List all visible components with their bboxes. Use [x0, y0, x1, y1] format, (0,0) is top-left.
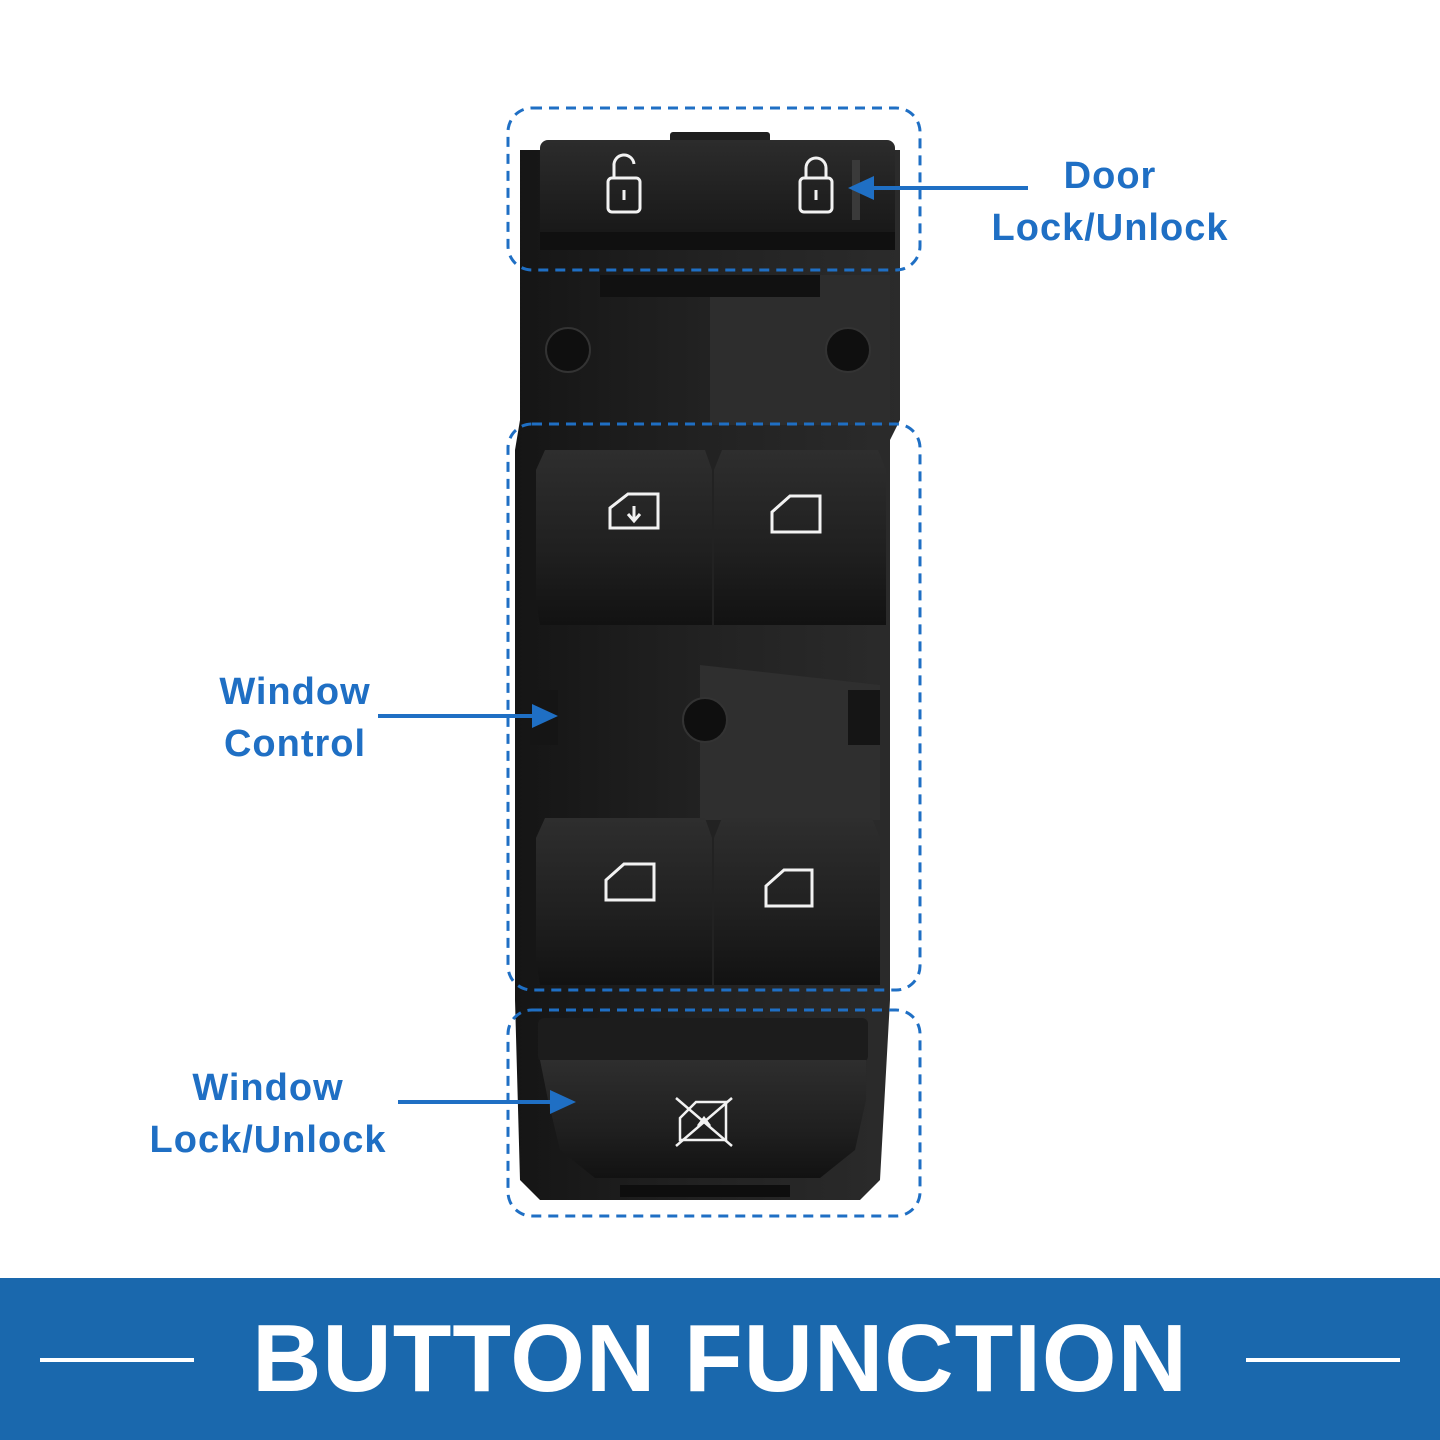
banner-rule-right [1246, 1358, 1400, 1362]
window-button-front-left[interactable] [536, 450, 712, 625]
side-tab [848, 690, 880, 745]
lock-icon [798, 156, 834, 214]
unlock-icon [606, 153, 642, 214]
window-button-front-right[interactable] [714, 450, 886, 625]
window-lock-highlight [506, 1008, 922, 1218]
door-lock-highlight [506, 106, 922, 272]
banner-rule-left [40, 1358, 194, 1362]
window-lock-label: Window Lock/Unlock [128, 1062, 408, 1166]
door-lock-rocker[interactable] [540, 132, 895, 250]
label-line: Control [223, 723, 367, 765]
window-control-label: Window Control [190, 666, 400, 770]
window-lock-arrow [398, 1090, 576, 1114]
label-line: Window [192, 1067, 344, 1109]
mount-screw [682, 697, 728, 743]
window-control-arrow [378, 704, 558, 728]
label-line: Lock/Unlock [991, 207, 1229, 249]
mount-screw [825, 327, 871, 373]
door-lock-label: Door Lock/Unlock [970, 150, 1250, 254]
label-line: Door [1063, 155, 1157, 197]
driver-window-icon [608, 492, 660, 530]
window-lockout-button[interactable] [538, 1018, 868, 1197]
title-banner: BUTTON FUNCTION [0, 1278, 1440, 1440]
window-icon [770, 494, 822, 534]
window-control-highlight [506, 422, 922, 992]
rear-left-window-icon [604, 862, 656, 902]
window-button-rear-right[interactable] [714, 818, 880, 985]
label-line: Lock/Unlock [149, 1119, 387, 1161]
rear-right-window-icon [764, 868, 814, 908]
banner-title: BUTTON FUNCTION [252, 1305, 1188, 1412]
mount-screw [545, 327, 591, 373]
label-line: Window [219, 671, 371, 713]
panel-shade-lower [700, 665, 880, 820]
slot [600, 275, 820, 297]
door-lock-arrow [848, 176, 1028, 200]
window-lockout-icon [675, 1097, 733, 1147]
